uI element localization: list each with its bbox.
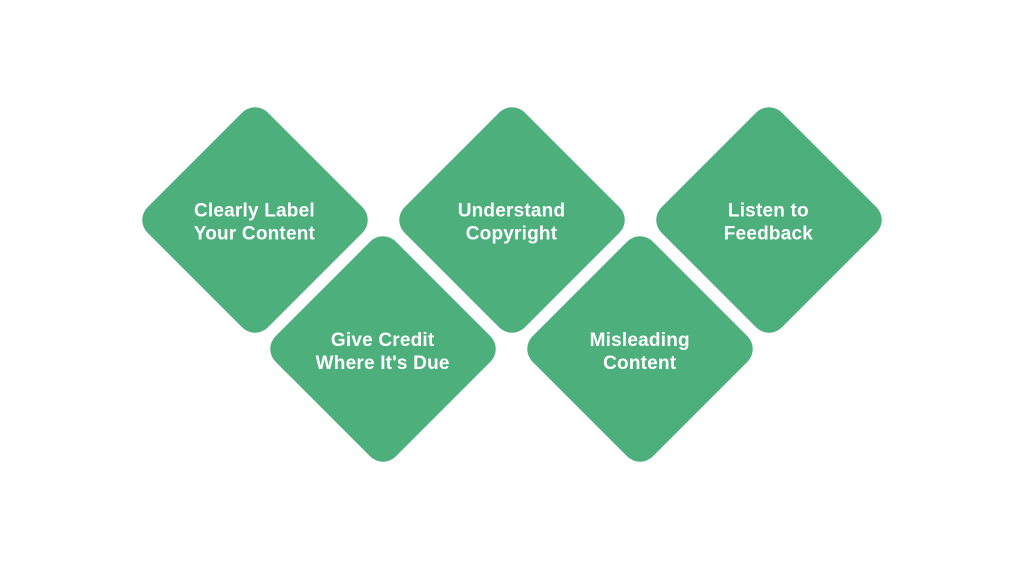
label-line: Copyright	[466, 223, 558, 245]
label-line: Where It's Due	[315, 352, 451, 374]
diamond-label: Understand Copyright	[458, 194, 566, 245]
diamond-label: Give Credit Where It's Due	[316, 323, 450, 374]
diamond-label: Misleading Content	[590, 324, 690, 375]
label-line: Listen to	[728, 200, 810, 222]
diamond-label: Clearly Label Your Content	[194, 195, 315, 246]
label-line: Misleading	[589, 329, 691, 351]
label-line: Feedback	[724, 223, 814, 245]
label-line: Clearly Label	[194, 200, 316, 222]
label-line: Understand	[458, 200, 566, 222]
label-line: Content	[603, 352, 677, 374]
label-line: Give Credit	[331, 329, 435, 351]
diamond-label: Listen to Feedback	[724, 194, 813, 245]
label-line: Your Content	[194, 223, 316, 245]
